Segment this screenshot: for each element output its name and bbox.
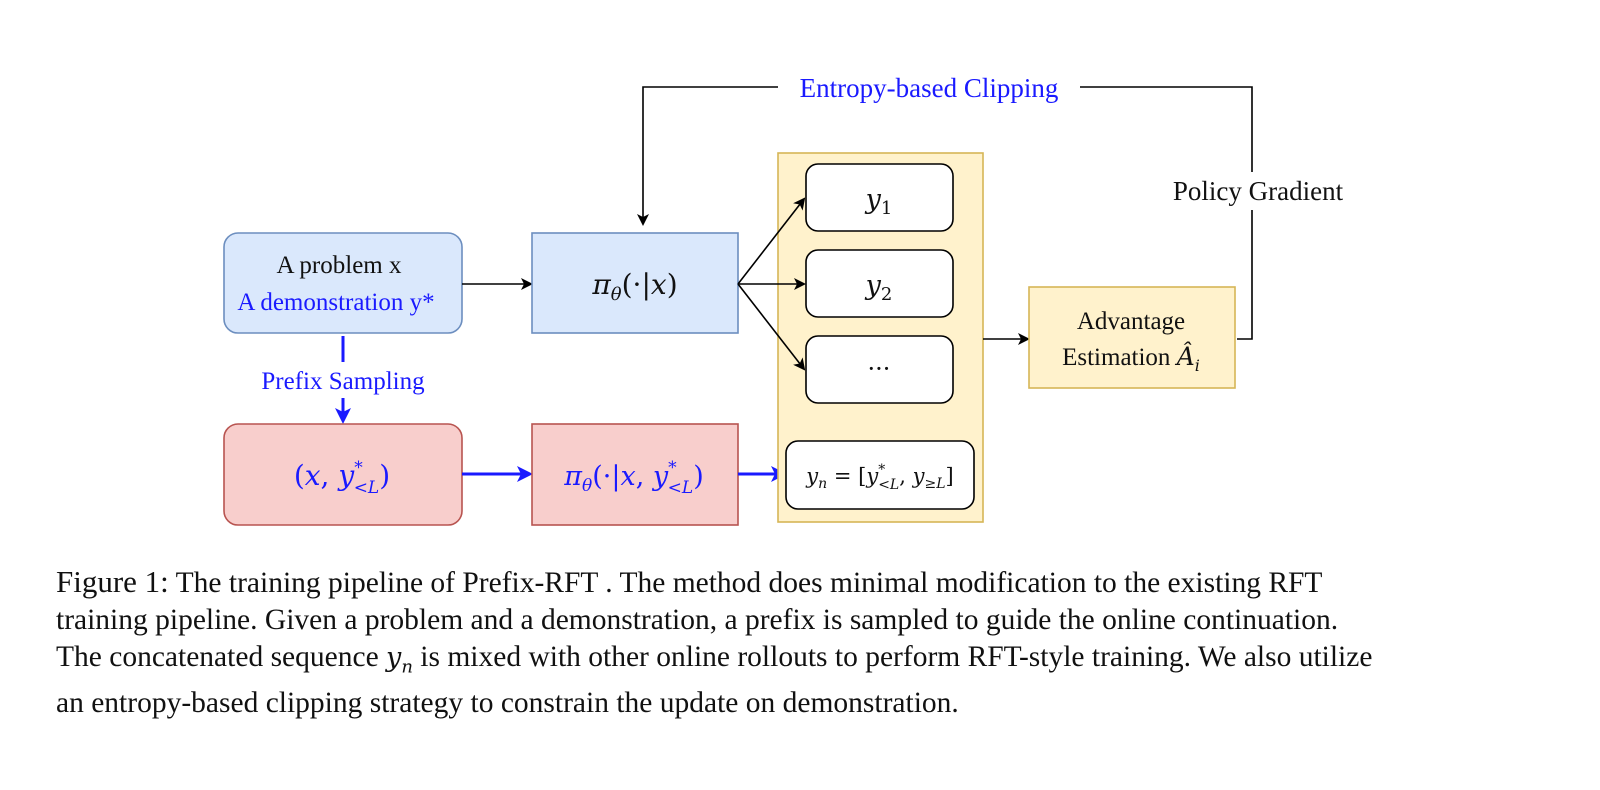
- caption-text-1: The training pipeline of Prefix-RFT . Th…: [175, 567, 1323, 599]
- prefix-policy-box: [531, 423, 739, 526]
- problem-box: [223, 232, 463, 334]
- figure-caption: Figure 1: The training pipeline of Prefi…: [56, 563, 1546, 722]
- caption-line-1: Figure 1: The training pipeline of Prefi…: [56, 563, 1546, 602]
- entropy-clipping-label: Entropy-based Clipping: [800, 73, 1059, 103]
- output-box-ellipsis: [805, 335, 954, 404]
- policy-text: πθ(·|x): [591, 268, 677, 305]
- caption-line-2: training pipeline. Given a problem and a…: [56, 604, 1339, 636]
- caption-text-3b: is mixed with other online rollouts to p…: [420, 641, 1373, 673]
- arrow-policy-to-y1: [737, 197, 806, 285]
- output-y1-text: y1: [865, 184, 893, 219]
- output-ellipsis-text: ···: [868, 355, 891, 383]
- figure-label: Figure 1:: [56, 564, 169, 599]
- advantage-box: [1028, 286, 1236, 389]
- demonstration-text: A demonstration y*: [237, 289, 434, 316]
- pipeline-diagram: Entropy-based Clipping Policy Gradient A…: [223, 73, 1344, 526]
- prefix-sampling-label: Prefix Sampling: [261, 368, 425, 395]
- prefix-input-text: (x, y*<L): [294, 458, 390, 498]
- caption-text-3a: The concatenated sequence: [56, 641, 379, 673]
- advantage-line2: Estimation Âi: [1062, 342, 1200, 375]
- caption-line-3: The concatenated sequence yn is mixed wi…: [56, 639, 1546, 685]
- prefix-policy-text: πθ(·|x, y*<L): [563, 458, 703, 498]
- caption-math-yn: yn: [386, 642, 413, 678]
- output-yn-text: yn = [y*<L, y≥L]: [805, 462, 953, 493]
- problem-text: A problem x: [277, 252, 402, 279]
- output-y2-text: y2: [865, 270, 893, 305]
- policy-gradient-label: Policy Gradient: [1173, 176, 1344, 206]
- advantage-line1: Advantage: [1077, 308, 1185, 335]
- output-box-y1: [805, 163, 954, 232]
- output-box-y2: [805, 249, 954, 318]
- feedback-loop-line: [643, 86, 1253, 340]
- arrow-policy-to-ellipsis: [737, 283, 806, 371]
- policy-box: [531, 232, 739, 334]
- output-box-yn: [785, 440, 975, 510]
- caption-line-4: an entropy-based clipping strategy to co…: [56, 687, 959, 720]
